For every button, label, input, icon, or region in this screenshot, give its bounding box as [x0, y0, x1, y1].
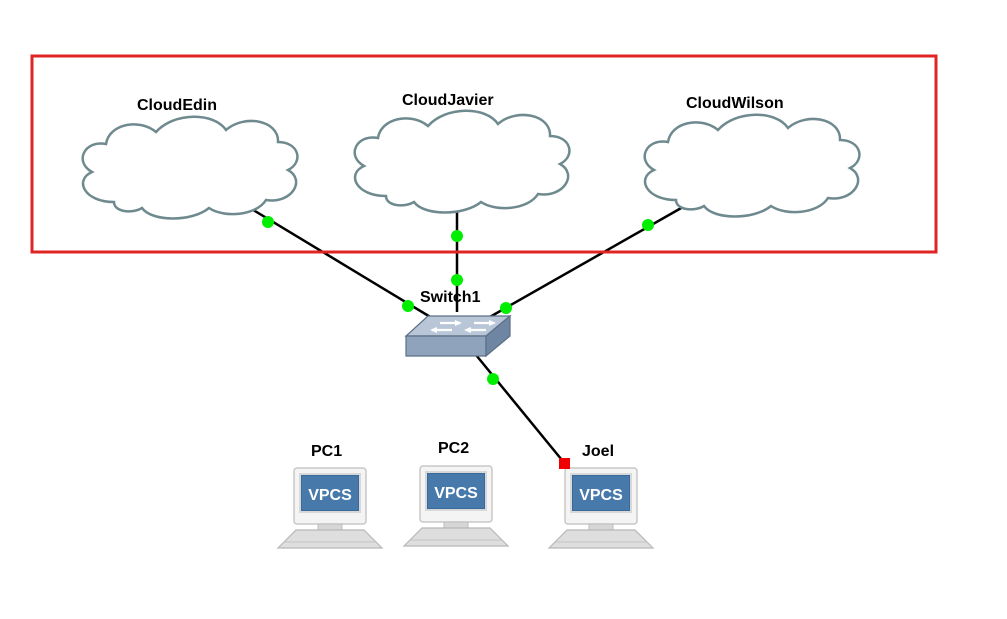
pc1-screen-text: VPCS: [308, 487, 352, 504]
node-label-cloudjavier: CloudJavier: [402, 92, 494, 109]
node-label-pc2: PC2: [438, 440, 469, 457]
joel-screen-text: VPCS: [579, 487, 623, 504]
selection-rectangle: [30, 54, 938, 254]
node-label-joel: Joel: [582, 443, 614, 460]
pc-node-pc1[interactable]: VPCS PC1: [277, 443, 383, 549]
cloud-node-cloudwilson[interactable]: CloudWilson: [643, 95, 861, 218]
port-status-up-icon: [642, 219, 654, 231]
link-cloudwilson-switch1[interactable]: [487, 201, 691, 320]
vpcs-computer-icon: [403, 465, 509, 547]
links-layer: [249, 201, 691, 466]
node-label-pc1: PC1: [311, 443, 342, 460]
switch-node-switch1[interactable]: Switch1: [404, 289, 512, 358]
node-label-switch1: Switch1: [420, 289, 481, 306]
port-status-up-icon: [451, 274, 463, 286]
cloud-icon: [643, 113, 861, 218]
vpcs-computer-icon: [277, 467, 383, 549]
vpcs-computer-icon: [548, 467, 654, 549]
node-label-cloudedin: CloudEdin: [137, 97, 217, 114]
port-status-up-icon: [487, 373, 499, 385]
cloud-icon: [353, 109, 571, 214]
node-label-cloudwilson: CloudWilson: [686, 95, 784, 112]
port-status-up-icon: [262, 216, 274, 228]
port-status-up-icon: [402, 300, 414, 312]
port-status-down-icon: [559, 458, 570, 469]
pc-node-pc2[interactable]: VPCS PC2: [403, 440, 509, 547]
cloud-node-cloudedin[interactable]: CloudEdin: [81, 97, 299, 220]
link-switch1-joel[interactable]: [475, 354, 567, 466]
ethernet-switch-icon: [404, 314, 512, 358]
pc2-screen-text: VPCS: [434, 485, 478, 502]
cloud-icon: [81, 115, 299, 220]
port-status-up-icon: [500, 302, 512, 314]
port-status-up-icon: [451, 230, 463, 242]
link-cloudedin-switch1[interactable]: [249, 206, 433, 320]
port-indicators: [262, 216, 654, 469]
cloud-node-cloudjavier[interactable]: CloudJavier: [353, 92, 571, 214]
pc-node-joel[interactable]: VPCS Joel: [548, 443, 654, 549]
